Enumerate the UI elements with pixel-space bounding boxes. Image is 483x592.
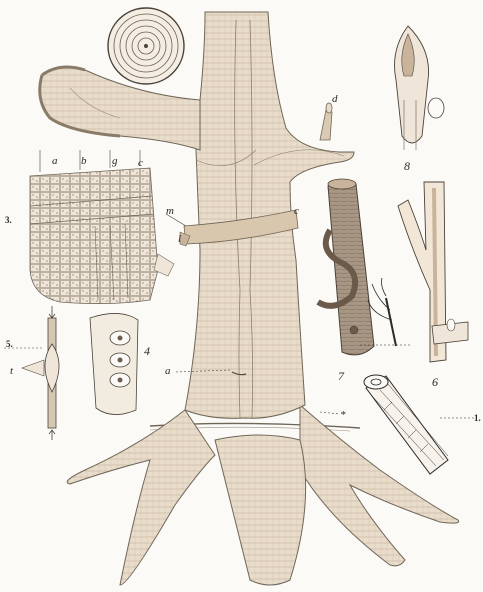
left-branch xyxy=(40,67,200,150)
fig-number-8: 8 xyxy=(404,160,410,172)
fig1-cylinder xyxy=(364,375,475,474)
fig-number-6: 6 xyxy=(432,376,438,388)
label-m: m xyxy=(166,206,174,217)
fig-number-5: 5. xyxy=(6,340,13,349)
label-l: l xyxy=(178,234,181,245)
fig-number-4: 4 xyxy=(144,345,150,357)
label-g-cells: g xyxy=(112,156,118,167)
fig4-cells xyxy=(90,313,138,414)
fig6-branch xyxy=(398,182,468,362)
fig3-cells xyxy=(30,150,174,304)
cross-section-disk xyxy=(108,8,184,84)
fig7-log xyxy=(318,179,410,355)
twig-d xyxy=(320,110,332,140)
label-a-trunk: a xyxy=(165,366,171,377)
label-b-cells: b xyxy=(81,156,87,167)
fig8-bud xyxy=(395,26,445,150)
label-c-trunk: c xyxy=(294,206,299,217)
label-a-cells: a xyxy=(52,156,58,167)
label-c-cells: c xyxy=(138,158,143,169)
fig-number-7: 7 xyxy=(338,370,344,382)
fig-number-3: 3. xyxy=(5,216,12,225)
label-t: t xyxy=(10,366,13,377)
label-d: d xyxy=(332,94,338,105)
fig-number-1: 1. xyxy=(474,414,481,423)
label-star: * xyxy=(340,410,346,421)
